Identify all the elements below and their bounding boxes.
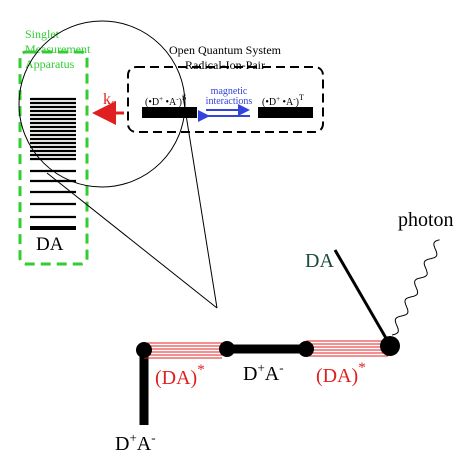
zoom-line-upper	[46, 172, 218, 309]
zoom-line-lower	[182, 95, 218, 309]
excited-star-right: *	[358, 360, 366, 376]
rate-symbol: kS	[103, 91, 117, 111]
triplet-level-bar	[258, 107, 313, 118]
excited-bond-left	[144, 342, 222, 359]
singlet-level-bar	[142, 107, 197, 118]
node-left	[136, 342, 152, 358]
open-system-title-line-1: Open Quantum System	[169, 43, 282, 57]
chain-da-bond	[333, 249, 392, 346]
dplus-aminus-bottom: D+A-	[115, 430, 156, 455]
open-system-title-line-2: Radical-Ion-Pair	[185, 58, 265, 72]
apparatus-box	[18, 50, 89, 266]
magnifier-circle	[18, 20, 186, 188]
da-top-label: DA	[305, 250, 334, 272]
excited-label-left: (DA)*	[155, 362, 205, 389]
excited-star-left: *	[197, 362, 205, 378]
apparatus-da-label: DA	[36, 234, 64, 255]
interactions-line-2: interactions	[206, 96, 253, 107]
energy-levels	[30, 97, 76, 230]
photon-label: photon	[398, 209, 454, 231]
triplet-state-label: (•D+ •A-)T	[262, 93, 304, 108]
excited-bond-right	[306, 340, 388, 357]
apparatus-title-line-2: Measurement	[25, 42, 91, 56]
interactions-line-1: magnetic	[211, 86, 248, 97]
apparatus-title-line-1: Singlet	[25, 27, 60, 41]
rate-subscript: S	[111, 100, 117, 111]
excited-label-right: (DA)*	[316, 360, 366, 387]
node-right	[380, 336, 400, 356]
photon-wave	[391, 239, 440, 336]
dplus-aminus-middle: D+A-	[243, 360, 284, 385]
open-system-box	[127, 66, 324, 133]
node-mid-right	[298, 341, 314, 357]
singlet-state-label: (•D+ •A-)S	[145, 93, 186, 108]
node-mid-left	[219, 341, 235, 357]
apparatus-title-line-3: Apparatus	[25, 57, 75, 71]
